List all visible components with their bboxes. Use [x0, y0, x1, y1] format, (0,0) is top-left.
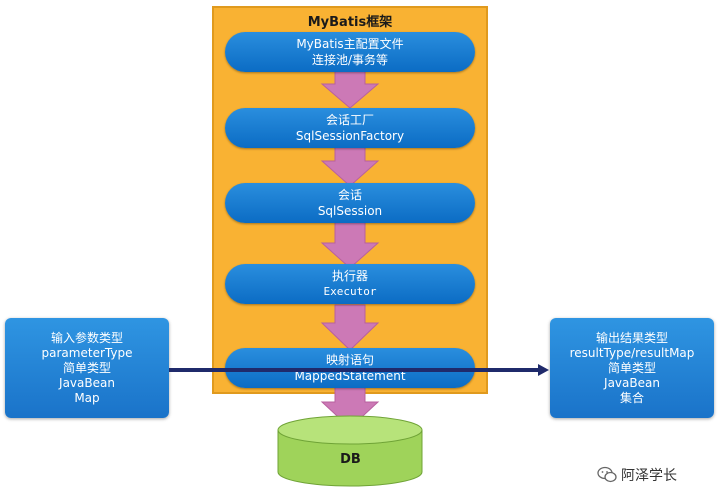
config-file-node: MyBatis主配置文件 连接池/事务等 [225, 32, 475, 72]
node-title: 映射语句 [325, 353, 374, 367]
input-line: parameterType [41, 345, 133, 360]
watermark: 阿泽学长 [597, 465, 677, 485]
node-subtitle: MappedStatement [294, 369, 406, 383]
watermark-text: 阿泽学长 [621, 468, 677, 484]
executor-node: 执行器 Executor [225, 264, 475, 304]
flow-arrow-3 [320, 221, 380, 269]
output-line: 简单类型 [607, 360, 656, 375]
input-type-box: 输入参数类型 parameterType 简单类型 JavaBean Map [5, 318, 169, 418]
connector-arrowhead [538, 364, 549, 376]
output-type-box: 输出结果类型 resultType/resultMap 简单类型 JavaBea… [550, 318, 714, 418]
output-line: 输出结果类型 [595, 330, 668, 345]
node-subtitle: SqlSessionFactory [295, 129, 405, 143]
node-subtitle: Executor [323, 285, 377, 298]
input-line: 输入参数类型 [50, 330, 123, 345]
output-line: JavaBean [604, 375, 660, 390]
node-title: 会话 [337, 188, 362, 202]
node-subtitle: SqlSession [317, 204, 383, 218]
input-line: Map [74, 390, 100, 405]
wechat-icon [597, 466, 617, 483]
session-node: 会话 SqlSession [225, 183, 475, 223]
session-factory-node: 会话工厂 SqlSessionFactory [225, 108, 475, 148]
node-subtitle: 连接池/事务等 [311, 53, 389, 67]
node-title: MyBatis主配置文件 [296, 37, 404, 51]
input-line: 简单类型 [62, 360, 111, 375]
output-line: 集合 [619, 390, 644, 405]
frame-title: MyBatis框架 [307, 15, 393, 30]
flow-arrow-4 [320, 304, 380, 351]
input-line: JavaBean [59, 375, 115, 390]
db-label: DB [340, 452, 361, 467]
output-line: resultType/resultMap [569, 345, 695, 360]
node-title: 会话工厂 [325, 113, 374, 127]
node-title: 执行器 [331, 269, 368, 283]
db-cylinder [277, 415, 423, 487]
